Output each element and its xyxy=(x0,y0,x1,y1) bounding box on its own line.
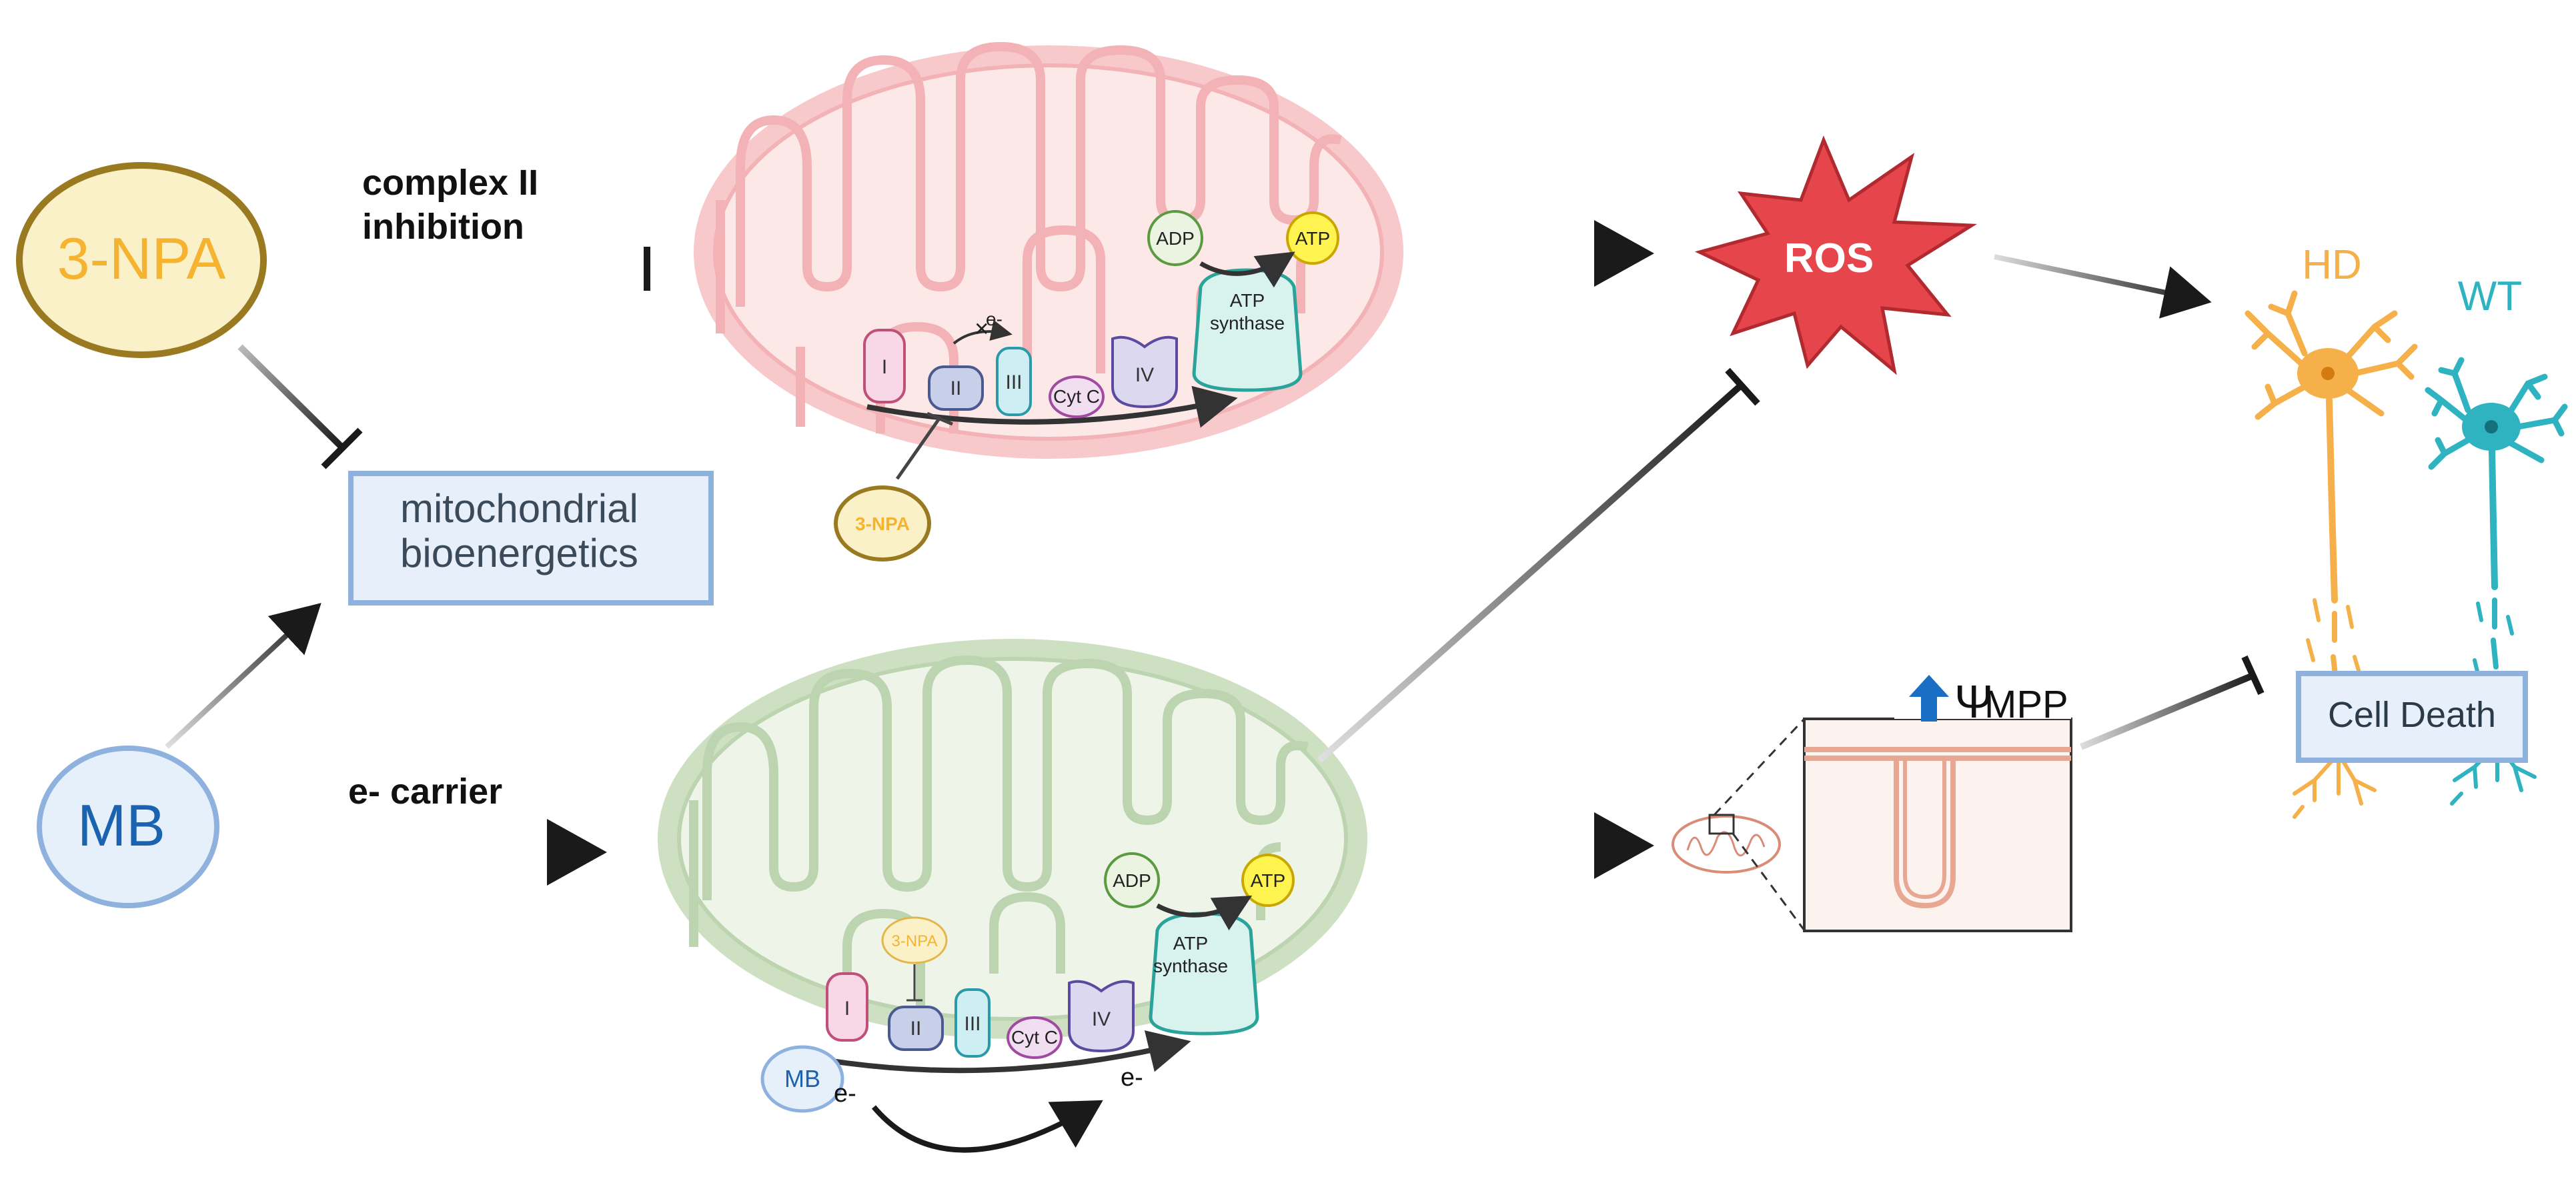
mpp-inhibit-death xyxy=(2080,655,2265,750)
label-bottom-mito-complexes-4: IV xyxy=(1092,1008,1111,1030)
complex-inhibit-arrow xyxy=(334,247,650,291)
mpp-inset: Ψ MPP xyxy=(1672,675,2072,932)
mb-node: MB xyxy=(37,746,219,908)
bottom-complex-i xyxy=(826,972,868,1042)
top-cyt-c xyxy=(1049,375,1105,418)
box-line1: mitochondrial xyxy=(400,486,638,531)
label-bottom-mito-mb-small: MB xyxy=(784,1065,820,1092)
cell-death-box: Cell Death xyxy=(2296,671,2528,763)
wt-label: WT xyxy=(2458,273,2522,319)
top-npa-small: 3-NPA xyxy=(834,411,953,561)
hd-label: HD xyxy=(2302,242,2362,288)
bottom-complex-iv xyxy=(1068,980,1135,1053)
label-top-mito-complexes-1: II xyxy=(950,377,962,399)
npa-label: 3-NPA xyxy=(57,225,226,291)
npa-node: 3-NPA xyxy=(16,162,267,358)
top-mitochondrion: I II III Cyt C IV ✕ e- ATP synthase ADP … xyxy=(694,41,1403,459)
hd-neuron xyxy=(2244,290,2418,819)
label-top-mito-complexes-0: I xyxy=(882,356,887,378)
mpp-text: MPP xyxy=(1984,683,2068,726)
box-line2: bioenergetics xyxy=(400,531,638,575)
mb-to-box-arrow xyxy=(165,603,321,749)
bioenergetics-box: mitochondrial bioenergetics xyxy=(348,471,714,606)
mb-label: MB xyxy=(77,792,165,858)
ros-label: ROS xyxy=(1784,235,1874,281)
top-complex-ii xyxy=(928,365,984,411)
bottom-complex-iii xyxy=(954,988,991,1058)
ros-to-neurons-arrow xyxy=(1994,254,2212,319)
label-bottom-mito-electron1: e- xyxy=(834,1080,856,1108)
label-top-mito-complexes-4: IV xyxy=(1135,364,1154,386)
bottom-mb-small: MB e- e- xyxy=(760,1045,1143,1153)
bottom-atp xyxy=(1241,854,1295,907)
top-atp xyxy=(1286,211,1339,265)
label-top-mito-adp: ADP xyxy=(1156,228,1195,249)
label-bottom-mito-electron2: e- xyxy=(1121,1064,1143,1092)
label-bottom-mito-complexes-2: III xyxy=(964,1013,981,1035)
bottom-cyt-c xyxy=(1007,1016,1063,1059)
label-top-mito-synthase-line1: ATP xyxy=(1230,290,1265,311)
bottom-npa-small xyxy=(881,916,948,964)
label-bottom-mito-synthase-line2: synthase xyxy=(1153,956,1228,976)
carrier-label: e- carrier xyxy=(348,772,502,812)
top-complex-iii xyxy=(996,347,1032,416)
bottom-complex-ii xyxy=(888,1006,944,1051)
bottom-adp xyxy=(1104,852,1160,908)
label-top-mito-complexes-3: Cyt C xyxy=(1053,386,1100,407)
bottom-mitochondrion: I II III Cyt C IV 3-NPA ATP synthase ADP… xyxy=(658,639,1367,1074)
top-adp xyxy=(1147,210,1203,266)
label-top-mito-complexes-2: III xyxy=(1005,371,1022,393)
label-bottom-mito-atp: ATP xyxy=(1251,870,1285,891)
npa-inhibit-box-arrow xyxy=(237,344,363,469)
complex-line1: complex II xyxy=(362,163,538,203)
mito-inhibit-ros xyxy=(1317,367,1760,763)
top-complex-iv xyxy=(1111,335,1178,409)
ros-star: ROS xyxy=(1694,135,1978,375)
label-bottom-mito-adp: ADP xyxy=(1113,870,1151,891)
label-bottom-mito-synthase-line1: ATP xyxy=(1173,933,1208,954)
label-bottom-mito-complexes-3: Cyt C xyxy=(1011,1027,1058,1048)
label-top-mito-synthase-line2: synthase xyxy=(1210,313,1285,333)
top-complex-i xyxy=(863,329,906,403)
label-bottom-mito-npa-small: 3-NPA xyxy=(892,932,938,950)
label-top-mito-atp: ATP xyxy=(1295,228,1330,249)
complex-line2: inhibition xyxy=(362,207,524,247)
cell-death-label: Cell Death xyxy=(2328,695,2496,735)
label-bottom-mito-complexes-1: II xyxy=(910,1018,922,1040)
top-electron: e- xyxy=(986,309,1003,329)
mpp-symbol: Ψ xyxy=(1954,676,1993,728)
label-top-mito-npa-small: 3-NPA xyxy=(855,513,910,534)
wt-neuron xyxy=(2425,357,2568,806)
top-x-mark: ✕ xyxy=(974,319,989,339)
label-bottom-mito-complexes-0: I xyxy=(844,998,850,1020)
